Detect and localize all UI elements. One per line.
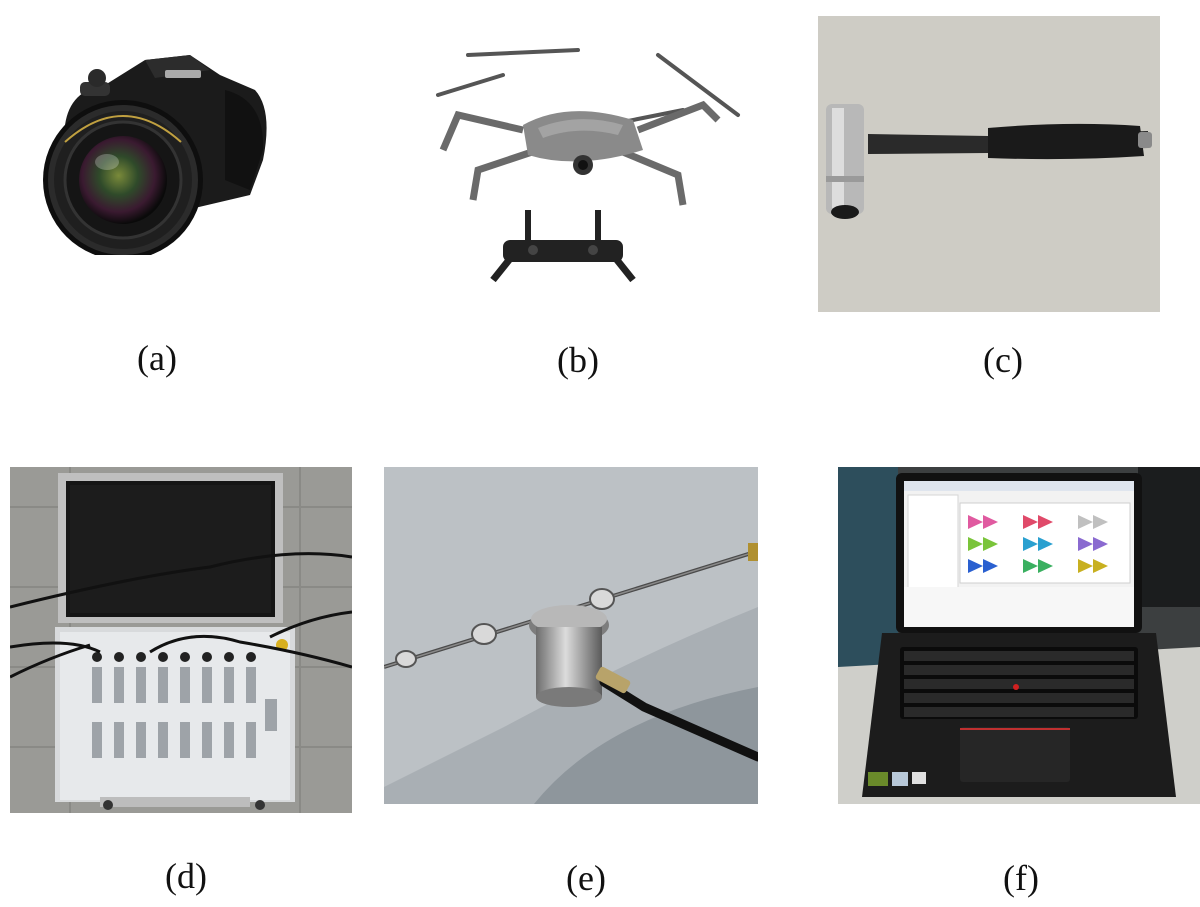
data-acquisition-photo [10,467,352,813]
impact-hammer-photo [818,16,1160,312]
panel-label-d: (d) [165,856,207,896]
panel-label-e: (e) [566,858,606,898]
panel-label-f: (f) [1003,858,1039,898]
laptop-photo [838,467,1200,804]
panel-label-a: (a) [137,338,177,378]
panel-label-b: (b) [557,340,599,380]
camera-photo [25,30,275,255]
accelerometer-photo [384,467,758,804]
drone-photo [418,40,748,295]
panel-label-c: (c) [983,340,1023,380]
